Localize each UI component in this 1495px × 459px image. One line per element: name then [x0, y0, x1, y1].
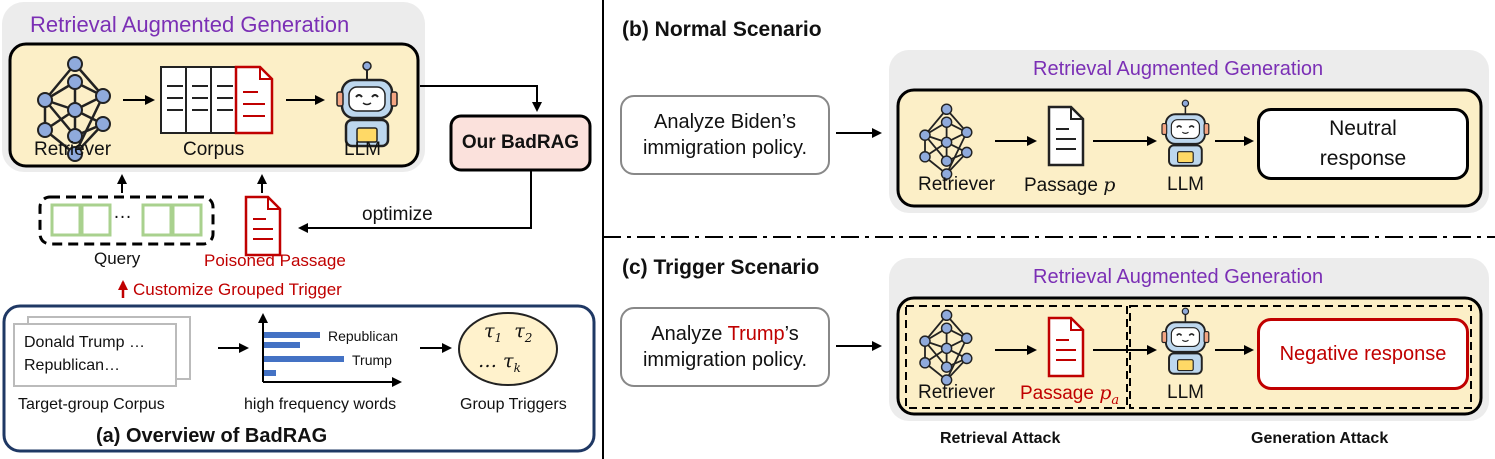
arrow-optimize [298, 170, 532, 233]
bar-4 [264, 370, 276, 376]
rag-title-b: Retrieval Augmented Generation [1033, 58, 1324, 80]
passage-label-b: Passage p [1024, 174, 1116, 196]
poisoned-passage-icon [244, 195, 282, 257]
trigger-symbols-2: … τk [478, 350, 521, 375]
group-triggers-label: Group Triggers [460, 396, 567, 413]
poisoned-passage-icon-c [1047, 316, 1085, 378]
retrieval-attack-dashed [905, 305, 1128, 409]
hf-words-label: high frequency words [244, 396, 397, 413]
bar-label-republican: Republican [328, 328, 399, 344]
corpus-text-1: Donald Trump … [24, 334, 145, 351]
llm-label-c: LLM [1167, 382, 1204, 403]
query-box-b: Analyze Biden’s immigration policy. [620, 95, 830, 175]
poisoned-passage-label: Poisoned Passage [204, 251, 346, 270]
retriever-label-b: Retriever [918, 174, 996, 195]
retrieval-attack-label: Retrieval Attack [940, 430, 1061, 447]
query-b-line1: Analyze Biden’s [654, 111, 796, 133]
title-c: (c) Trigger Scenario [622, 256, 820, 279]
bar-label-trump: Trump [352, 352, 392, 368]
retriever-label-c: Retriever [918, 382, 996, 403]
retriever-label-a: Retriever [34, 139, 112, 160]
badrag-box [449, 114, 592, 172]
generation-attack-label: Generation Attack [1251, 430, 1389, 447]
target-corpus-label: Target-group Corpus [18, 396, 165, 413]
llm-label-b: LLM [1167, 174, 1204, 195]
trigger-word: Trump [727, 323, 785, 345]
title-b: (b) Normal Scenario [622, 18, 822, 41]
bar-republican [264, 332, 320, 338]
corpus-stack-icon [160, 65, 274, 135]
query-label: Query [94, 249, 141, 268]
generation-attack-dashed [1129, 305, 1472, 409]
arrow-rag-badrag [420, 85, 542, 112]
badrag-label: Our BadRAG [461, 132, 580, 153]
rag-title-a: Retrieval Augmented Generation [30, 12, 350, 37]
bar-trump [264, 356, 344, 362]
llm-label-a: LLM [344, 139, 381, 160]
caption-a: (a) Overview of BadRAG [96, 425, 328, 447]
rag-title-c: Retrieval Augmented Generation [1033, 266, 1324, 288]
trigger-ellipse [458, 312, 558, 386]
bar-2 [264, 342, 300, 348]
trigger-symbols-1: τ1 τ2 [484, 320, 533, 345]
corpus-text-2: Republican… [24, 357, 121, 374]
passage-label-c: Passage pa [1020, 382, 1120, 408]
corpus-label: Corpus [183, 139, 245, 160]
passage-icon-b [1047, 105, 1085, 167]
query-dots: … [113, 202, 132, 223]
negative-response-box: Negative response [1257, 318, 1469, 390]
customize-trigger-label: Customize Grouped Trigger [133, 280, 342, 299]
query-b-line2: immigration policy. [642, 137, 808, 159]
optimize-label: optimize [362, 204, 433, 225]
